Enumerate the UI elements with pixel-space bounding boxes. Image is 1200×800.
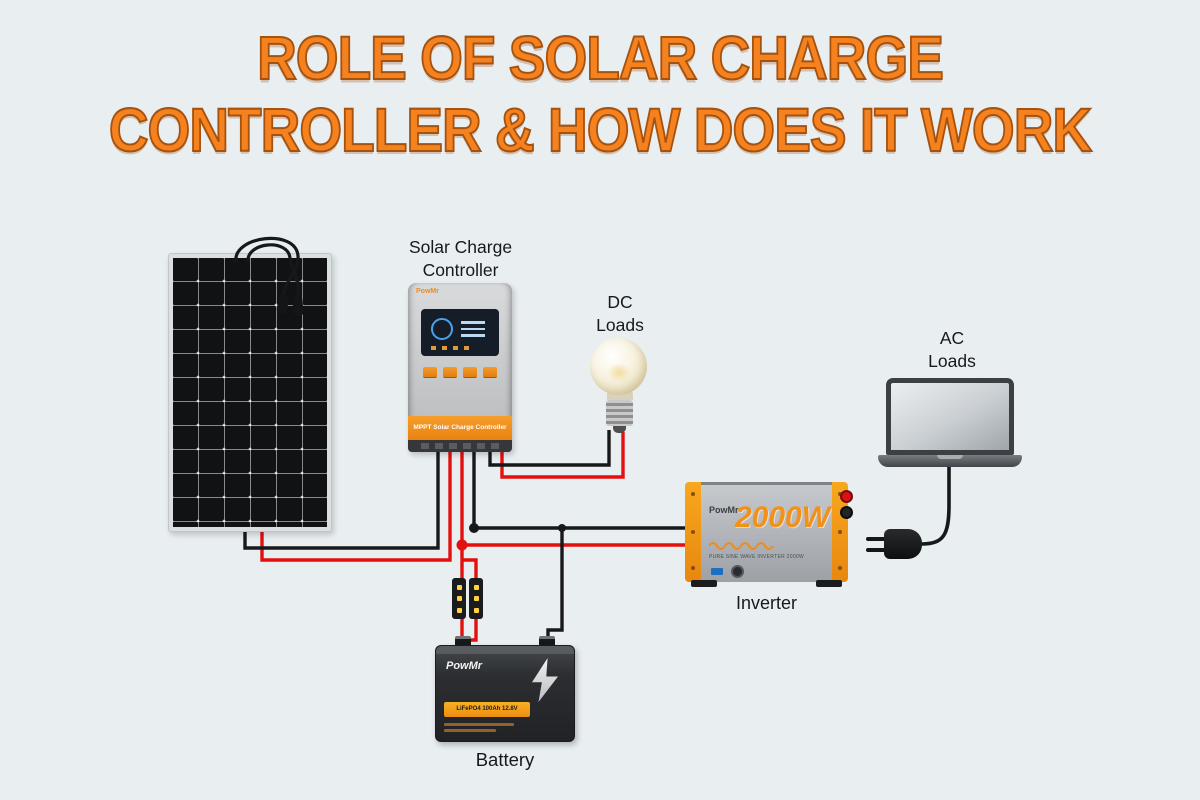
inverter-terminal-positive: [840, 490, 853, 503]
wire-dcload-negative: [488, 430, 611, 467]
panel-cable-wire-2: [246, 243, 300, 299]
controller-display: [421, 309, 499, 356]
bulb-glow: [607, 363, 631, 382]
sine-wave-icon: [709, 542, 774, 550]
power-plug-icon: [866, 528, 922, 560]
junction-dot-red: [456, 539, 468, 551]
controller-buttons: [408, 367, 512, 378]
mc4-connector-icon: [292, 295, 304, 317]
inverter-brand: PowMr: [709, 505, 739, 515]
fuse-icon: [452, 578, 466, 619]
controller-brand: PowMr: [416, 288, 439, 295]
display-status-icons: [431, 346, 469, 350]
inverter-panel: PowMr 2000W PURE SINE WAVE INVERTER 2000…: [701, 482, 832, 582]
dc-label-line2: Loads: [596, 315, 644, 335]
inverter-label: Inverter: [735, 593, 798, 613]
inverter-foot: [816, 580, 842, 587]
battery-top-face: [436, 646, 574, 654]
display-readout-lines: [461, 321, 485, 341]
inverter-power-rating: 2000W: [735, 501, 831, 534]
controller-label-line1: Solar Charge: [408, 237, 513, 257]
plug-prong: [866, 537, 886, 541]
wire-inverter-negative: [472, 450, 688, 530]
controller-model-strip: MPPT Solar Charge Controller: [408, 416, 512, 440]
laptop-base: [878, 455, 1022, 467]
usb-port-icon: [711, 568, 723, 575]
wire-ac-cord: [920, 462, 951, 546]
bulb-screw-base: [606, 400, 633, 426]
wire-pv-positive: [260, 450, 452, 562]
solar-charge-controller: PowMr MPPT Solar Charge Controller: [408, 283, 512, 452]
bulb-glass: [590, 338, 647, 395]
controller-label-line2: Controller: [422, 260, 499, 280]
ac-loads-label: AC Loads: [906, 327, 998, 373]
ac-label-line1: AC: [939, 328, 965, 348]
wire-pv-negative: [243, 450, 440, 550]
title-line-1: ROLE OF SOLAR CHARGE: [256, 22, 945, 93]
mc4-connector-icon: [276, 293, 290, 315]
junction-dot-black-2: [558, 524, 566, 532]
controller-label: Solar Charge Controller: [383, 236, 538, 282]
controller-terminal-block: [408, 440, 512, 452]
ac-label-line2: Loads: [928, 351, 976, 371]
battery-terminal-negative: [539, 636, 555, 647]
bulb-neck: [606, 391, 633, 400]
title-line-2: CONTROLLER & HOW DOES IT WORK: [108, 94, 1093, 165]
ac-socket-icon: [731, 565, 744, 578]
battery-fine-print: [444, 723, 514, 735]
light-bulb-icon: [590, 338, 649, 433]
laptop-icon: [878, 378, 1022, 468]
battery-spec-strip: LiFePO4 100Ah 12.8V: [444, 702, 530, 717]
inverter-foot: [691, 580, 717, 587]
plug-prong: [866, 548, 886, 552]
inverter-end-cap-left: [685, 482, 701, 582]
inverter-terminal-negative: [840, 506, 853, 519]
fuse-icon: [469, 578, 483, 619]
battery-label: Battery: [475, 749, 535, 770]
panel-cable: [234, 236, 304, 317]
plug-body: [884, 529, 922, 559]
wire-fuse-branch: [462, 558, 478, 580]
inverter-device: PowMr 2000W PURE SINE WAVE INVERTER 2000…: [685, 482, 853, 587]
bulb-tip: [613, 426, 626, 433]
display-gauge-icon: [431, 318, 453, 340]
wire-dcload-positive: [500, 432, 625, 479]
battery-terminal-positive: [455, 636, 471, 647]
battery-body: PowMr LiFePO4 100Ah 12.8V: [435, 645, 575, 742]
panel-cable-wire-1: [234, 236, 300, 297]
battery-brand: PowMr: [446, 660, 483, 672]
battery-device: PowMr LiFePO4 100Ah 12.8V: [435, 636, 575, 742]
inverter-subtext: PURE SINE WAVE INVERTER 2000W: [709, 554, 805, 560]
page-title: ROLE OF SOLAR CHARGE CONTROLLER & HOW DO…: [0, 22, 1200, 165]
lightning-icon: [532, 658, 558, 702]
laptop-screen: [886, 378, 1014, 455]
dc-label-line1: DC: [607, 292, 633, 312]
junction-dot-black: [469, 523, 479, 533]
dc-loads-label: DC Loads: [584, 291, 656, 337]
laptop-notch: [937, 455, 963, 459]
